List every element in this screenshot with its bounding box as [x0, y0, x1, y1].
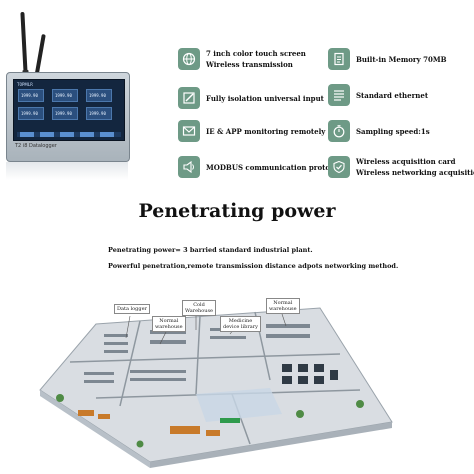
callout-data-logger: Data logger: [114, 304, 150, 314]
callout-normal-warehouse: Normal warehouse: [152, 316, 186, 332]
feature-label: Wireless transmission: [206, 60, 293, 69]
screen-value: 1999.90: [21, 93, 38, 98]
list-icon: [328, 84, 350, 106]
feature-label: Wireless networking acquisition: [356, 168, 474, 177]
stopwatch-icon: [328, 120, 350, 142]
feature-modbus: MODBUS communication protocol: [178, 156, 342, 178]
industrial-plant-illustration: Data logger Normal warehouse Cold Wareho…: [0, 294, 474, 474]
speaker-icon: [178, 156, 200, 178]
description-line: Powerful penetration,remote transmission…: [108, 262, 399, 270]
feature-label: Standard ethernet: [356, 90, 429, 100]
callout-medicine-library: Medicine device library: [220, 316, 261, 332]
page-title: Penetrating power: [138, 200, 336, 222]
feature-label: 7 inch color touch screen: [206, 49, 306, 58]
screen-value: 1999.90: [89, 111, 106, 116]
feature-remote-monitoring: IE & APP monitoring remotely: [178, 120, 325, 142]
screen-value: 1999.90: [89, 93, 106, 98]
feature-sampling-speed: Sampling speed:1s: [328, 120, 430, 142]
document-icon: [328, 48, 350, 70]
screen-title: T0PMLR: [17, 82, 33, 87]
antenna: [20, 11, 29, 79]
feature-ethernet: Standard ethernet: [328, 84, 428, 106]
screen-value: 1999.90: [55, 111, 72, 116]
feature-label: Sampling speed:1s: [356, 126, 430, 136]
callout-cold-warehouse: Cold Warehouse: [182, 300, 217, 316]
feature-label: MODBUS communication protocol: [206, 162, 342, 172]
feature-memory: Built-in Memory 70MB: [328, 48, 447, 70]
feature-label: Fully isolation universal input: [206, 93, 324, 103]
globe-icon: [178, 48, 200, 70]
feature-label: Wireless acquisition card: [356, 157, 456, 166]
description-line: Penetrating power= 3 barried standard in…: [108, 246, 313, 254]
edit-icon: [178, 87, 200, 109]
device-screen: T0PMLR 1999.90 1999.90 1999.90 1999.90 1…: [13, 79, 125, 141]
feature-isolation: Fully isolation universal input: [178, 87, 324, 109]
mail-icon: [178, 120, 200, 142]
device-brand: T2 i8 Datalogger: [15, 143, 57, 149]
shield-check-icon: [328, 156, 350, 178]
device-body: T0PMLR 1999.90 1999.90 1999.90 1999.90 1…: [6, 72, 130, 162]
screen-value: 1999.90: [55, 93, 72, 98]
datalogger-device-image: T0PMLR 1999.90 1999.90 1999.90 1999.90 1…: [4, 11, 130, 180]
callout-normal-warehouse: Normal warehouse: [266, 298, 300, 314]
feature-label: IE & APP monitoring remotely: [206, 126, 326, 136]
screen-value: 1999.90: [21, 111, 38, 116]
feature-label: Built-in Memory 70MB: [356, 54, 447, 64]
